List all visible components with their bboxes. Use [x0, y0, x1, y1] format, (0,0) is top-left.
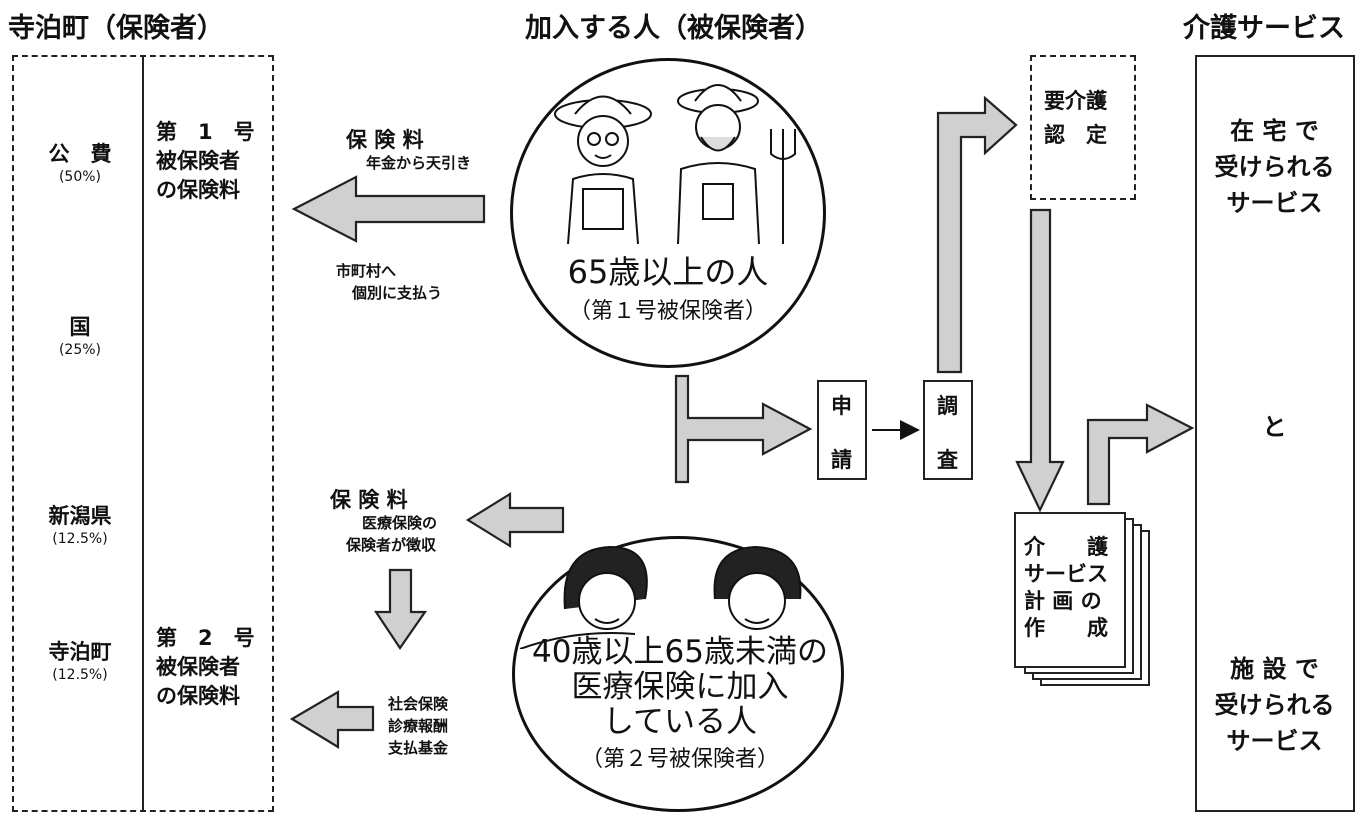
arrow-apply [674, 374, 813, 484]
care-plan-line4: 作 成 [1024, 616, 1108, 640]
insurer-header: 寺泊町（保険者） [8, 13, 224, 44]
funding-town-name: 寺泊町 [48, 640, 112, 664]
arrow-plan-to-services [1086, 403, 1195, 506]
insured-type2-line3: している人 [602, 704, 758, 740]
arrow-survey-to-cert [936, 95, 1018, 374]
flow1-note-line1: 市町村へ [336, 262, 397, 280]
service-home-line2: 受けられる [1214, 153, 1335, 181]
care-plan-box: 介 護 サービス 計 画 の 作 成 [1014, 512, 1126, 668]
flow1-note-line2: 個別に支払う [352, 284, 443, 302]
insured-type1-main: 65歳以上の人 [567, 253, 769, 291]
flow2-fund-line2: 診療報酬 [388, 717, 449, 735]
flow2-sub-line1: 医療保険の [362, 514, 438, 532]
flow1-note: 市町村へ 個別に支払う [336, 260, 442, 304]
care-plan-text: 介 護 サービス 計 画 の 作 成 [1024, 534, 1108, 642]
funding-national-name: 国 [69, 315, 91, 339]
funding-prefecture-pct: (12.5%) [52, 531, 108, 547]
arrow-premium1 [291, 175, 486, 243]
flow2-sub: 医療保険の 保険者が徴収 [346, 512, 437, 556]
arrow-cert-to-plan [1015, 208, 1065, 513]
certification-line2: 認 定 [1044, 123, 1107, 147]
funding-national: 国 (25%) [30, 313, 130, 358]
insured-type2-main: 40歳以上65歳未満の 医療保険に加入 している人 [515, 635, 845, 740]
funding-prefecture-name: 新潟県 [48, 504, 112, 528]
insured-type2-sub: （第２号被保険者） [580, 747, 779, 772]
funding-public-pct: (50%) [58, 169, 102, 185]
premium-type2-line3: の保険料 [156, 684, 240, 708]
premium-type1-line1: 第 1 号 [156, 120, 255, 144]
premium-type1-line3: の保険料 [156, 178, 240, 202]
flow1-sub: 年金から天引き [366, 154, 472, 172]
premium-type1-line2: 被保険者 [156, 149, 240, 173]
service-home: 在 宅 で 受けられる サービス [1197, 113, 1352, 221]
arrow-down-fund [373, 568, 428, 650]
service-home-line3: サービス [1226, 189, 1323, 217]
adults-illustration [519, 545, 802, 649]
premium-type1: 第 1 号 被保険者 の保険料 [156, 118, 255, 205]
arrow-premium2 [465, 492, 565, 548]
insured-type1-sub: （第１号被保険者） [568, 299, 767, 324]
services-header: 介護サービス [1183, 13, 1345, 44]
insurer-divider [142, 55, 144, 812]
service-facility: 施 設 で 受けられる サービス [1197, 651, 1352, 759]
flow2-fund-line3: 支払基金 [388, 739, 449, 757]
premium-type2: 第 2 号 被保険者 の保険料 [156, 624, 255, 711]
funding-national-pct: (25%) [58, 342, 102, 358]
certification-box: 要介護 認 定 [1030, 55, 1136, 200]
funding-public: 公 費 (50%) [30, 140, 130, 185]
funding-prefecture: 新潟県 (12.5%) [30, 502, 130, 547]
apply-box: 申 請 [817, 380, 867, 480]
funding-town-pct: (12.5%) [52, 667, 108, 683]
service-facility-line2: 受けられる [1214, 691, 1335, 719]
service-home-line1: 在 宅 で [1230, 117, 1319, 145]
service-facility-line1: 施 設 で [1230, 655, 1319, 683]
care-plan-line2: サービス [1024, 562, 1108, 586]
insured-type1-circle: 65歳以上の人 （第１号被保険者） [510, 58, 826, 368]
funding-town: 寺泊町 (12.5%) [30, 638, 130, 683]
survey-char2: 査 [937, 448, 958, 472]
service-and: と [1262, 413, 1287, 441]
flow2-fund-line1: 社会保険 [388, 695, 449, 713]
insured-type2-circle: 40歳以上65歳未満の 医療保険に加入 している人 （第２号被保険者） [512, 536, 844, 812]
flow2-title: 保 険 料 [330, 488, 408, 512]
arrow-fund-to-town [289, 690, 375, 749]
flow2-sub-line2: 保険者が徴収 [346, 536, 437, 554]
certification-line1: 要介護 [1044, 89, 1107, 113]
service-facility-line3: サービス [1226, 727, 1323, 755]
survey-char1: 調 [937, 394, 958, 418]
services-box: 在 宅 で 受けられる サービス と 施 設 で 受けられる サービス [1195, 55, 1355, 812]
apply-char2: 請 [831, 448, 852, 472]
premium-type2-line2: 被保険者 [156, 655, 240, 679]
insured-header: 加入する人（被保険者） [525, 13, 822, 44]
insured-type2-line2: 医療保険に加入 [571, 669, 789, 705]
care-plan-line3: 計 画 の [1024, 589, 1102, 613]
survey-box: 調 査 [923, 380, 973, 480]
flow1-title: 保 険 料 [346, 128, 424, 152]
flow2-fund: 社会保険 診療報酬 支払基金 [388, 693, 448, 759]
premium-type2-line1: 第 2 号 [156, 626, 255, 650]
care-plan-line1: 介 護 [1024, 535, 1108, 559]
funding-public-name: 公 費 [48, 142, 112, 166]
seniors-illustration [554, 84, 796, 244]
apply-char1: 申 [831, 394, 852, 418]
insured-type2-line1: 40歳以上65歳未満の [532, 634, 828, 670]
